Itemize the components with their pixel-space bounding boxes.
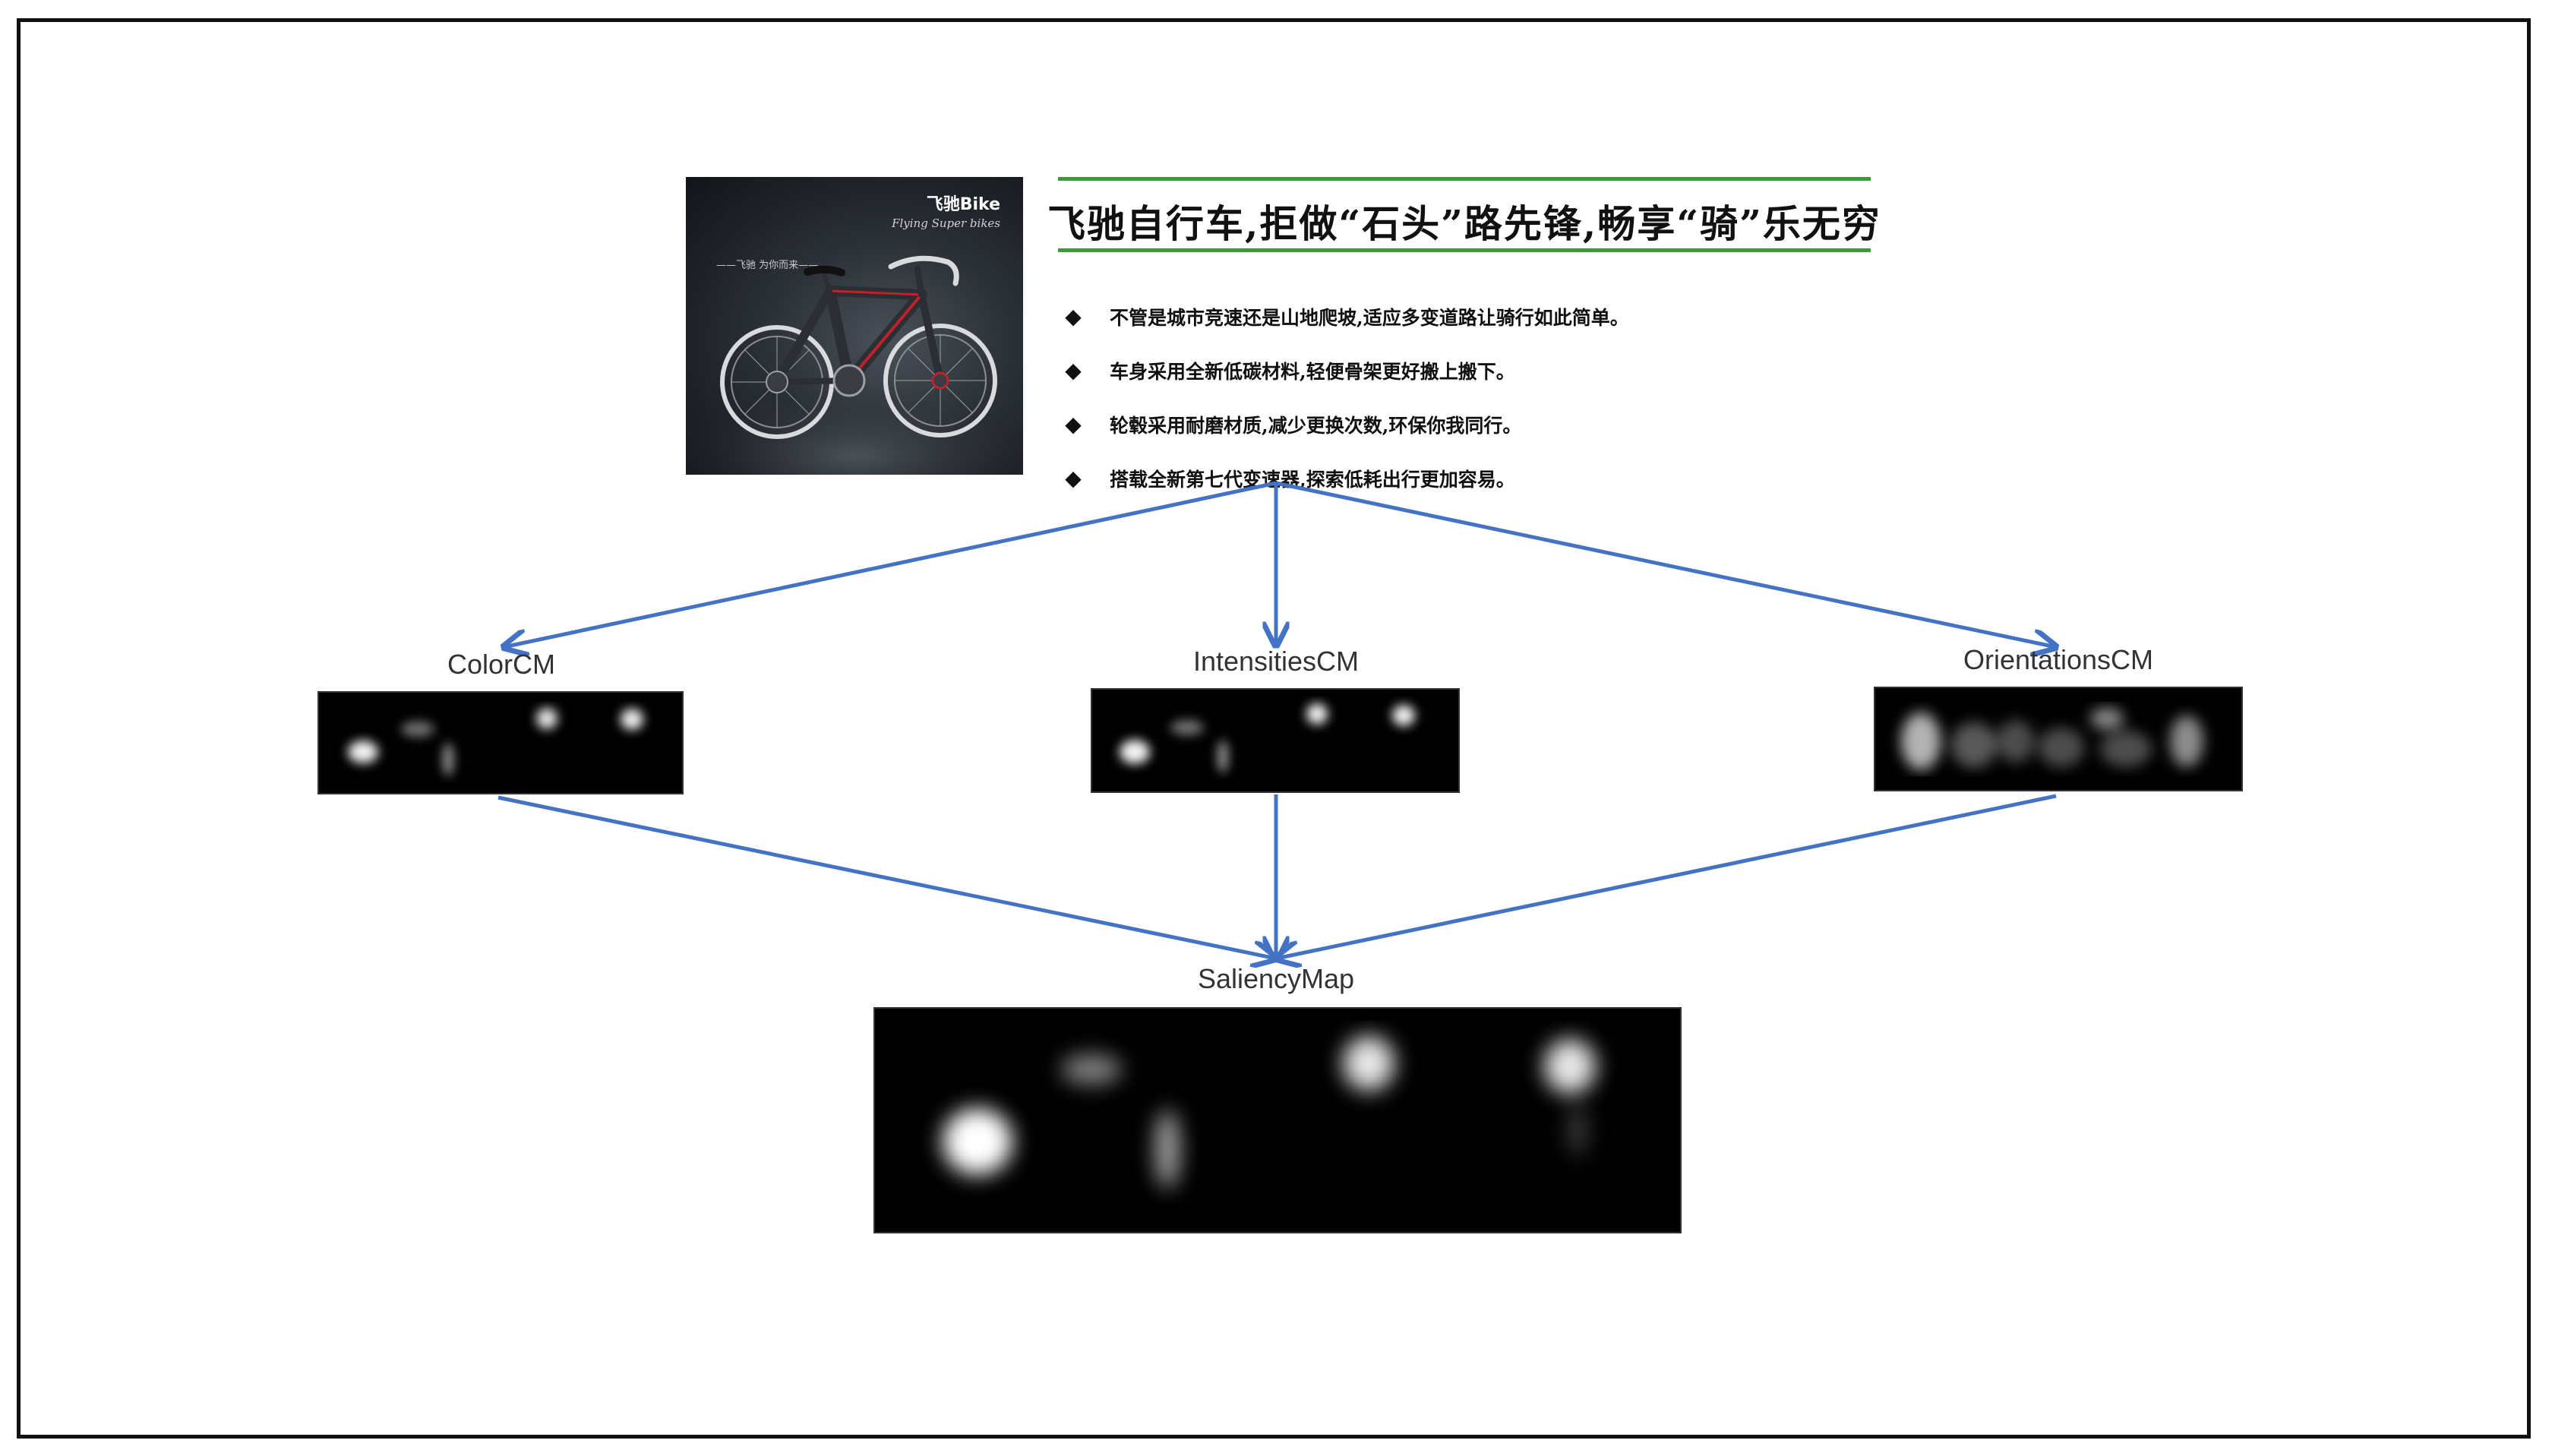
feature-text: 不管是城市竞速还是山地爬坡,适应多变道路让骑行如此简单。 <box>1110 306 1629 329</box>
feature-bullet: ◆ 车身采用全新低碳材料,轻便骨架更好搬上搬下。 <box>1058 343 1893 397</box>
feature-bullet-list: ◆ 不管是城市竞速还是山地爬坡,适应多变道路让骑行如此简单。 ◆ 车身采用全新低… <box>1058 289 1893 505</box>
headline-rule-top <box>1058 177 1871 181</box>
ad-headline: 飞驰自行车,拒做“石头”路先锋,畅享“骑”乐无穷 <box>1047 201 1881 246</box>
input-advertisement: 飞驰Bike Flying Super bikes ——飞驰 为你而来—— <box>686 177 1901 491</box>
diamond-bullet-icon: ◆ <box>1065 358 1082 383</box>
colorcm-map <box>317 691 684 794</box>
headline-rule-bottom <box>1058 248 1871 252</box>
brand-logo: 飞驰Bike <box>926 195 1000 214</box>
feature-text: 搭载全新第七代变速器,探索低耗出行更加容易。 <box>1110 468 1515 491</box>
saliencymap-map <box>873 1007 1682 1233</box>
colorcm-blobs <box>348 708 643 776</box>
feature-text: 轮毂采用耐磨材质,减少更换次数,环保你我同行。 <box>1110 414 1522 437</box>
orientationscm-blobs <box>1901 708 2203 770</box>
feature-bullet: ◆ 搭载全新第七代变速器,探索低耗出行更加容易。 <box>1058 451 1893 505</box>
diamond-bullet-icon: ◆ <box>1065 412 1082 437</box>
bicycle-illustration <box>686 255 1023 475</box>
brand-slogan: Flying Super bikes <box>892 216 1000 230</box>
orientationscm-map <box>1874 687 2243 791</box>
colorcm-label: ColorCM <box>447 649 556 680</box>
diamond-bullet-icon: ◆ <box>1065 466 1082 491</box>
saliencymap-label: SaliencyMap <box>1197 963 1355 994</box>
feature-bullet: ◆ 不管是城市竞速还是山地爬坡,适应多变道路让骑行如此简单。 <box>1058 289 1893 343</box>
bike-photo: 飞驰Bike Flying Super bikes ——飞驰 为你而来—— <box>686 177 1023 475</box>
photo-tagline: ——飞驰 为你而来—— <box>716 260 819 271</box>
feature-bullet: ◆ 轮毂采用耐磨材质,减少更换次数,环保你我同行。 <box>1058 397 1893 451</box>
headline-area: 飞驰自行车,拒做“石头”路先锋,畅享“骑”乐无穷 <box>1047 177 1880 277</box>
intensitiescm-blobs <box>1120 703 1415 773</box>
diamond-bullet-icon: ◆ <box>1065 304 1082 329</box>
intensitiescm-map <box>1091 688 1460 793</box>
feature-text: 车身采用全新低碳材料,轻便骨架更好搬上搬下。 <box>1110 360 1515 383</box>
orientationscm-label: OrientationsCM <box>1963 644 2154 675</box>
saliencymap-blobs <box>943 1036 1596 1189</box>
intensitiescm-label: IntensitiesCM <box>1192 646 1360 677</box>
